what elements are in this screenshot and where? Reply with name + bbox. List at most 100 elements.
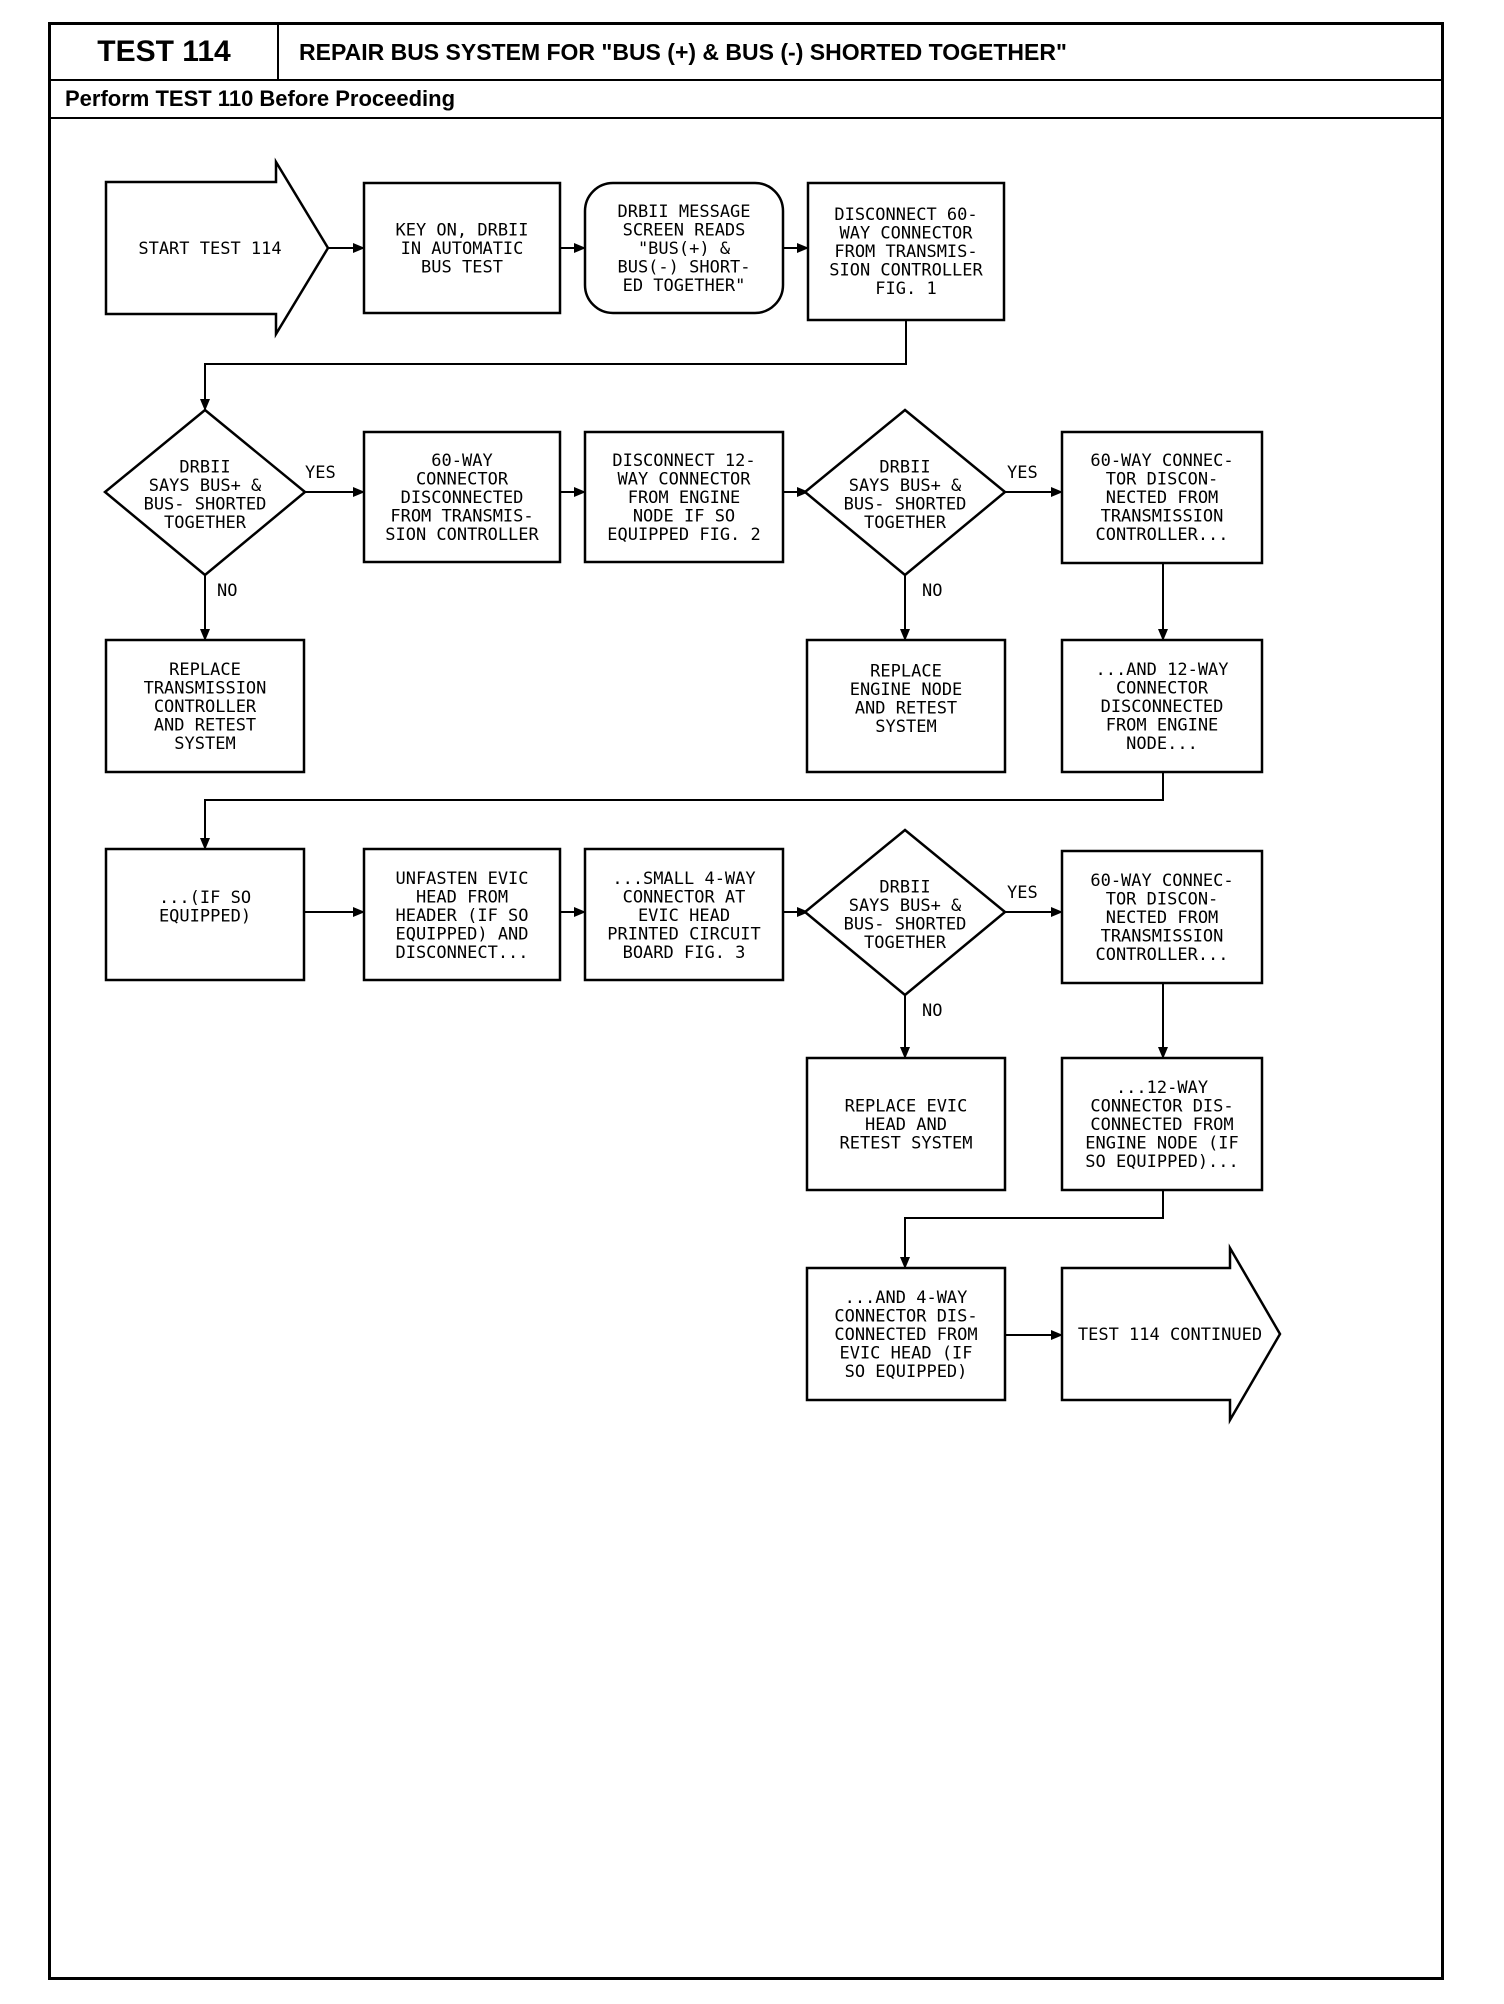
- label-line: CONNECTED FROM: [834, 1325, 977, 1345]
- start-arrow-shape: [104, 157, 330, 339]
- label-line: EQUIPPED FIG. 2: [607, 525, 761, 545]
- label-line: REPLACE: [169, 660, 241, 680]
- label-line: DISCONNECT...: [395, 943, 528, 963]
- r3-60-box: [1060, 849, 1264, 985]
- label-line: SYSTEM: [875, 717, 936, 737]
- label-line: ...(IF SO: [159, 888, 251, 908]
- label-line: BUS TEST: [421, 258, 503, 278]
- label-line: ENGINE NODE (IF: [1085, 1134, 1239, 1154]
- label-line: BUS- SHORTED: [144, 494, 267, 514]
- page-frame: TEST 114 REPAIR BUS SYSTEM FOR "BUS (+) …: [48, 22, 1444, 1980]
- keyon-box: [362, 181, 562, 315]
- label-line: BUS(-) SHORT-: [617, 258, 750, 278]
- label-line: NODE...: [1126, 734, 1198, 754]
- label-line: FROM TRANSMIS-: [390, 507, 533, 527]
- label-line: TOGETHER: [864, 933, 947, 953]
- if-equipped-box: [104, 847, 306, 982]
- label-line: SAYS BUS+ &: [149, 476, 262, 496]
- decision1-no-label: NO: [217, 581, 237, 601]
- test-number: TEST 114: [51, 25, 279, 81]
- replace-tc-box: [104, 638, 306, 774]
- label-line: DISCONNECT 60-: [834, 205, 977, 225]
- decision1-shape: [103, 408, 307, 577]
- decision2-shape: [803, 408, 1007, 577]
- label-line: CONNECTED FROM: [1090, 1115, 1233, 1135]
- label-line: CONNECTOR AT: [623, 888, 746, 908]
- r4-4-box: [805, 1266, 1007, 1402]
- small-4-box: [583, 847, 785, 982]
- arrow-disconnect-decision1: [200, 320, 907, 411]
- message-box: [583, 181, 785, 315]
- label-line: AND RETEST: [855, 698, 957, 718]
- label-line: EQUIPPED): [159, 906, 251, 926]
- label-line: CONNECTOR DIS-: [1090, 1097, 1233, 1117]
- connector-60-disc-box: [362, 430, 562, 564]
- label-line: PRINTED CIRCUIT: [607, 925, 761, 945]
- decision3-no-label: NO: [922, 1001, 942, 1021]
- label-line: UNFASTEN EVIC: [395, 869, 528, 889]
- connectors: [200, 243, 1168, 1340]
- label-line: HEAD AND: [865, 1115, 947, 1135]
- label-line: 60-WAY CONNEC-: [1090, 451, 1233, 471]
- label-line: TOGETHER: [864, 513, 947, 533]
- label-line: ENGINE NODE: [850, 680, 963, 700]
- label-line: CONTROLLER...: [1095, 945, 1228, 965]
- label-line: DISCONNECTED: [401, 488, 524, 508]
- label-line: TRANSMISSION: [1101, 927, 1224, 947]
- decision2-no-label: NO: [922, 581, 942, 601]
- label-line: CONTROLLER: [154, 697, 257, 717]
- label-line: ...AND 4-WAY: [845, 1288, 968, 1308]
- label-line: HEADER (IF SO: [395, 906, 528, 926]
- label-line: TOR DISCON-: [1106, 890, 1219, 910]
- label-line: NODE IF SO: [633, 507, 735, 527]
- label-line: SAYS BUS+ &: [849, 476, 962, 496]
- label-line: DRBII MESSAGE: [617, 202, 750, 222]
- label-line: FROM ENGINE: [628, 488, 741, 508]
- label-line: ...12-WAY: [1116, 1078, 1208, 1098]
- label-line: REPLACE EVIC: [845, 1097, 968, 1117]
- label-line: EVIC HEAD: [638, 906, 730, 926]
- label-line: ...AND 12-WAY: [1095, 660, 1228, 680]
- label-line: DRBII: [879, 457, 930, 477]
- label-line: TRANSMISSION: [144, 679, 267, 699]
- label-line: HEAD FROM: [416, 888, 508, 908]
- label-line: FROM ENGINE: [1106, 716, 1219, 736]
- label-line: KEY ON, DRBII: [395, 221, 528, 241]
- label-line: TEST 114 CONTINUED: [1078, 1325, 1262, 1345]
- label-line: NECTED FROM: [1106, 908, 1219, 928]
- continued-label: TEST 114 CONTINUED: [1078, 1325, 1262, 1345]
- label-line: EVIC HEAD (IF: [839, 1344, 972, 1364]
- continued-arrow-shape: [1060, 1243, 1282, 1425]
- label-line: START TEST 114: [138, 239, 281, 259]
- label-line: DRBII: [879, 877, 930, 897]
- label-line: REPLACE: [870, 661, 942, 681]
- decision2-yes-label: YES: [1007, 463, 1038, 483]
- label-line: SO EQUIPPED)...: [1085, 1152, 1239, 1172]
- shapes: [103, 157, 1282, 1425]
- label-line: CONNECTOR: [1116, 679, 1209, 699]
- replace-evic-box: [805, 1056, 1007, 1192]
- label-line: BUS- SHORTED: [844, 914, 967, 934]
- label-line: BOARD FIG. 3: [623, 943, 746, 963]
- label-line: IN AUTOMATIC: [401, 239, 524, 259]
- decision3-shape: [803, 828, 1007, 997]
- label-line: ...SMALL 4-WAY: [612, 869, 755, 889]
- label-line: RETEST SYSTEM: [839, 1134, 972, 1154]
- decision3-yes-label: YES: [1007, 883, 1038, 903]
- label-line: FROM TRANSMIS-: [834, 242, 977, 262]
